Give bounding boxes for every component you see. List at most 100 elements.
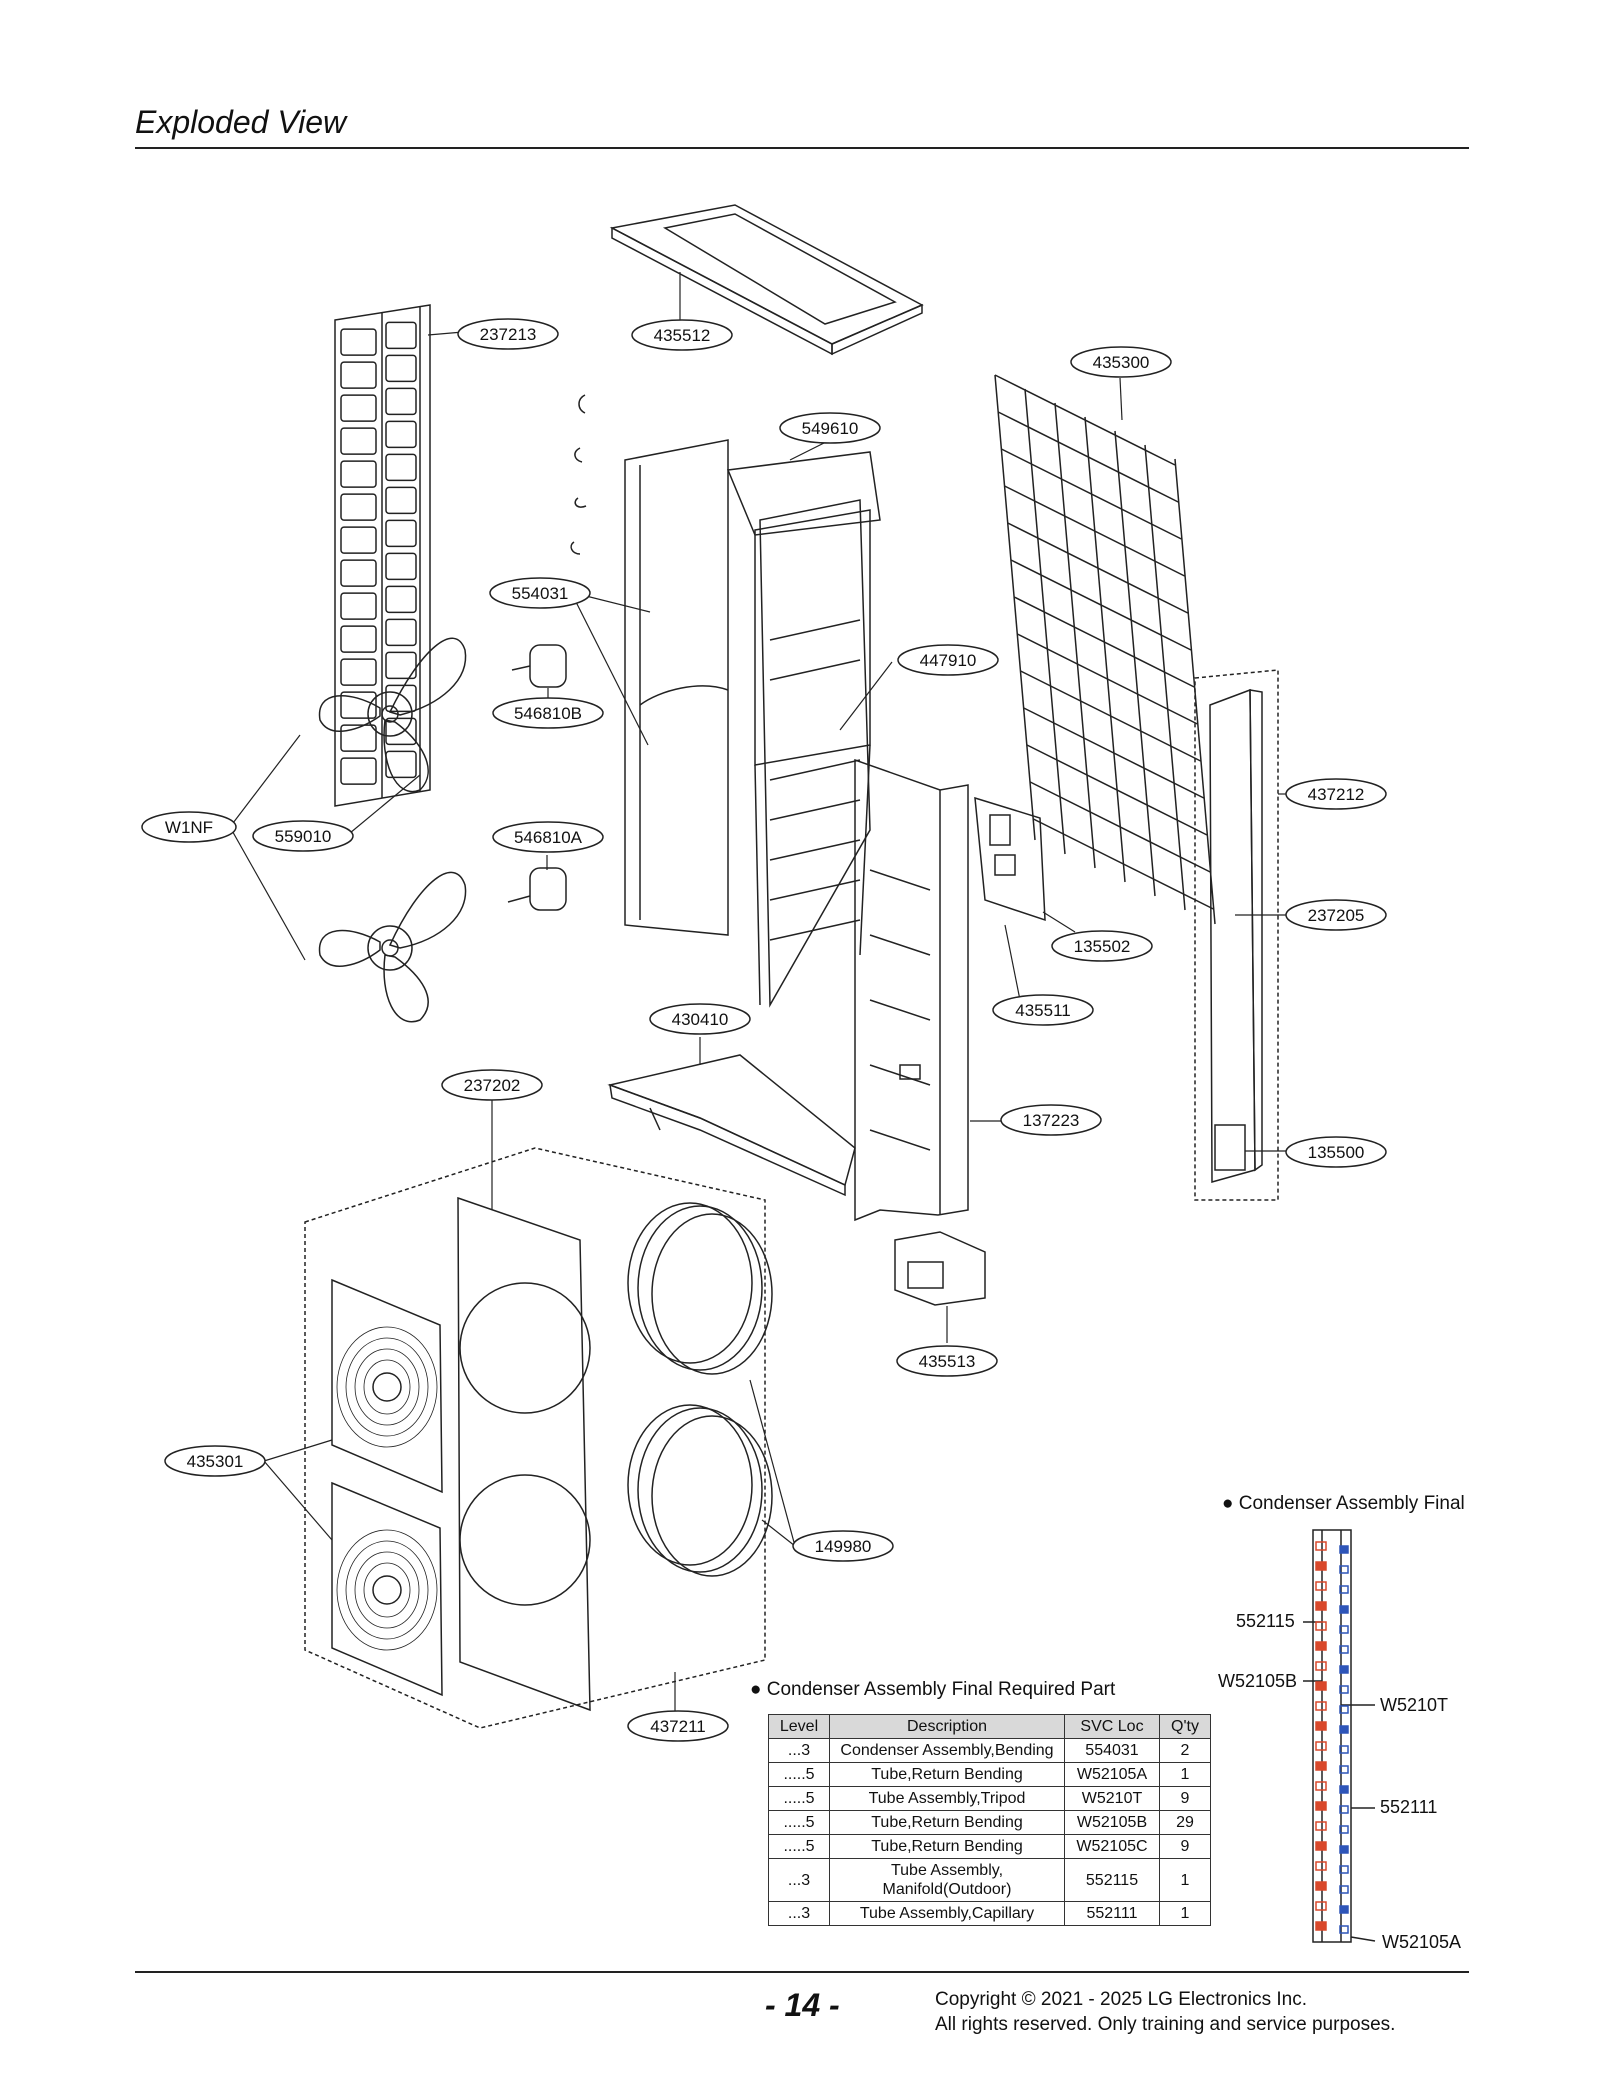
callout-437212: 437212	[1285, 778, 1387, 810]
base-pan	[607, 1054, 856, 1197]
table-cell: 552115	[1064, 1858, 1160, 1902]
table-cell: W5210T	[1064, 1786, 1160, 1811]
callout-label: 430410	[672, 1010, 729, 1029]
fan-propeller-upper	[318, 637, 467, 793]
callout-label: 149980	[815, 1537, 872, 1556]
callout-label: 554031	[512, 584, 569, 603]
page-title: Exploded View	[135, 104, 347, 140]
callout-label: 559010	[275, 827, 332, 846]
table-cell: W52105C	[1064, 1834, 1160, 1859]
callout-435513: 435513	[896, 1345, 998, 1377]
table-cell: Tube Assembly, Manifold(Outdoor)	[829, 1858, 1065, 1902]
col-header-description: Description	[829, 1714, 1065, 1739]
table-cell: Tube,Return Bending	[829, 1810, 1065, 1835]
front-grille-lower	[331, 1481, 443, 1697]
callout-label: 237213	[480, 325, 537, 344]
table-cell: W52105B	[1064, 1810, 1160, 1835]
fan-motor-upper	[511, 644, 567, 688]
callout-135502: 135502	[1051, 930, 1153, 962]
table-cell: .....5	[768, 1786, 830, 1811]
parts-table-header: Level Description SVC Loc Q'ty	[768, 1714, 1211, 1739]
callout-237205: 237205	[1285, 899, 1387, 931]
callout-label: 435513	[919, 1352, 976, 1371]
front-grille-upper	[331, 1278, 443, 1494]
inset-label-552111: 552111	[1380, 1797, 1438, 1817]
callout-437211: 437211	[627, 1710, 729, 1742]
callout-label: 435511	[1015, 1001, 1070, 1020]
table-cell: 552111	[1064, 1901, 1160, 1926]
corner-box	[894, 1231, 986, 1306]
copyright: Copyright © 2021 - 2025 LG Electronics I…	[935, 1987, 1395, 2037]
inset-label-552115: 552115	[1236, 1611, 1295, 1631]
callout-435300: 435300	[1070, 346, 1172, 378]
condenser-coil	[624, 439, 729, 936]
parts-table-title: ● Condenser Assembly Final Required Part	[750, 1679, 1116, 1700]
callout-label: 435300	[1093, 353, 1150, 372]
table-cell: ...3	[768, 1858, 830, 1902]
table-cell: ...3	[768, 1738, 830, 1763]
page-number: - 14 -	[765, 1987, 840, 2023]
right-side-panel	[1194, 669, 1279, 1201]
control-box	[974, 796, 1046, 922]
col-header-qty: Q'ty	[1159, 1714, 1211, 1739]
callout-W1NF: W1NF	[141, 811, 237, 843]
condenser-inset	[1303, 1529, 1376, 1943]
table-cell: W52105A	[1064, 1762, 1160, 1787]
callout-label: 546810A	[514, 828, 583, 847]
callout-447910: 447910	[897, 644, 999, 676]
callout-label: 546810B	[514, 704, 582, 723]
front-assembly-boundary	[304, 1147, 766, 1729]
col-header-svc-loc: SVC Loc	[1064, 1714, 1160, 1739]
table-cell: 1	[1159, 1901, 1211, 1926]
condenser-inset-title: ● Condenser Assembly Final	[1222, 1493, 1465, 1514]
callout-237202: 237202	[441, 1069, 543, 1101]
fan-motor-lower	[507, 867, 567, 911]
copyright-line-2: All rights reserved. Only training and s…	[935, 2014, 1396, 2035]
table-cell: 9	[1159, 1834, 1211, 1859]
front-cabinet-panel	[457, 1196, 591, 1712]
top-cover	[609, 204, 924, 356]
table-cell: Tube,Return Bending	[829, 1834, 1065, 1859]
header-rule	[135, 147, 1469, 149]
orifice-ring-upper	[627, 1202, 773, 1375]
motor-clips	[570, 394, 587, 555]
callout-label: 549610	[802, 419, 859, 438]
callout-label: 137223	[1023, 1111, 1080, 1130]
callout-label: 437211	[650, 1717, 705, 1736]
callout-549610: 549610	[779, 412, 881, 444]
callout-label: 447910	[920, 651, 977, 670]
table-cell: Tube,Return Bending	[829, 1762, 1065, 1787]
front-panel	[854, 758, 969, 1222]
left-filter-grid	[340, 321, 417, 785]
callout-554031: 554031	[489, 577, 591, 609]
table-cell: .....5	[768, 1810, 830, 1835]
callout-546810A: 546810A	[492, 821, 604, 853]
table-cell: Tube Assembly,Capillary	[829, 1901, 1065, 1926]
callout-label: 135500	[1308, 1143, 1365, 1162]
table-cell: ...3	[768, 1901, 830, 1926]
condenser-inset-tubes	[1315, 1541, 1349, 1934]
table-cell: .....5	[768, 1834, 830, 1859]
callout-430410: 430410	[649, 1003, 751, 1035]
front-grille-rings	[336, 1326, 438, 1651]
table-cell: 9	[1159, 1786, 1211, 1811]
center-frame	[726, 451, 881, 1008]
copyright-line-1: Copyright © 2021 - 2025 LG Electronics I…	[935, 1989, 1308, 2010]
table-cell: 2	[1159, 1738, 1211, 1763]
callout-149980: 149980	[792, 1530, 894, 1562]
callout-435301: 435301	[164, 1445, 266, 1477]
table-cell: 1	[1159, 1858, 1211, 1902]
callout-135500: 135500	[1285, 1136, 1387, 1168]
inset-label-W52105A: W52105A	[1382, 1932, 1462, 1952]
fan-propeller-lower	[318, 871, 467, 1023]
